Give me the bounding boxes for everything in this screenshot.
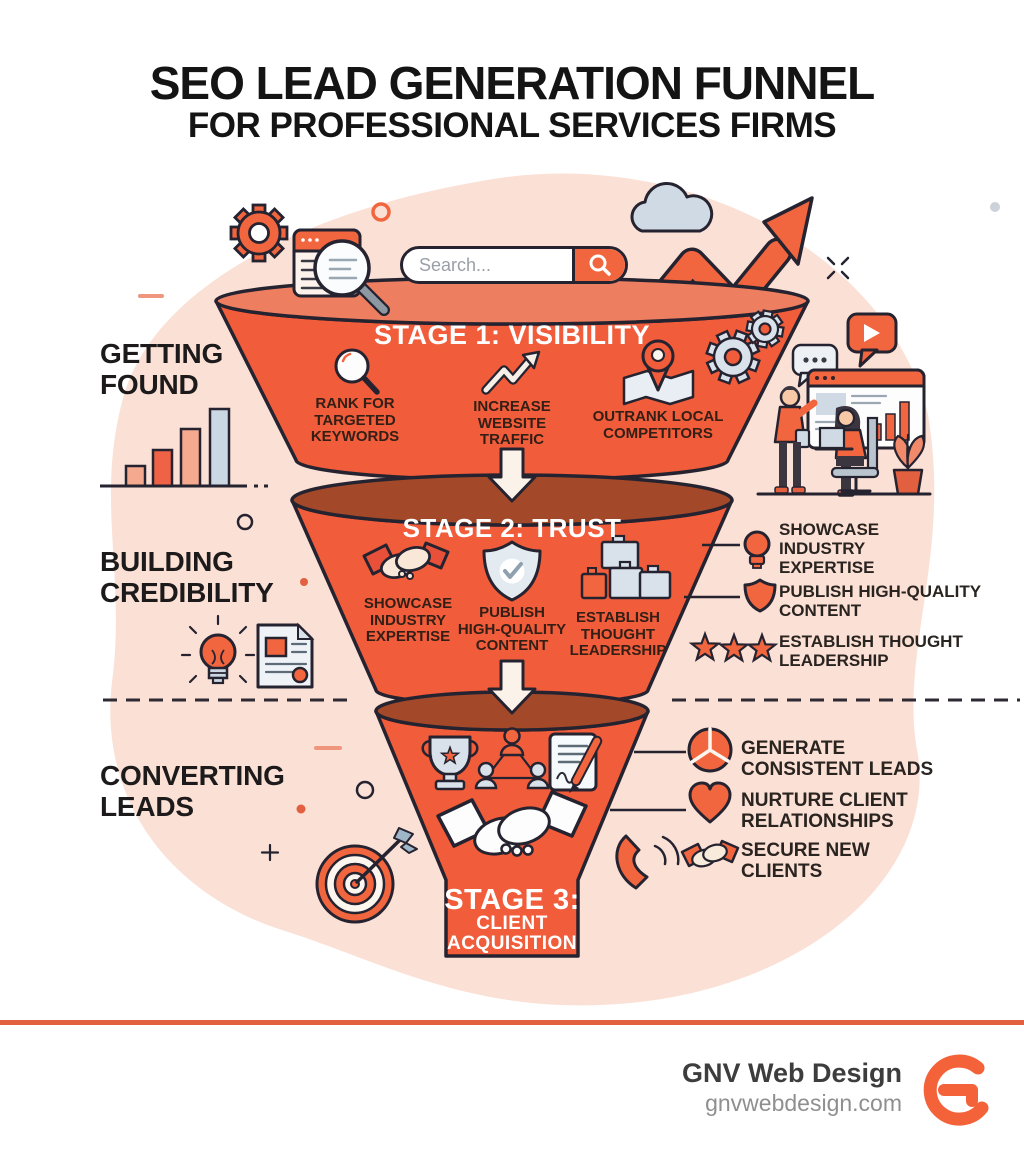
footer-divider (0, 1020, 1024, 1025)
shield-icon (743, 578, 777, 613)
heart-icon (688, 781, 732, 824)
stage1-item3-label: OUTRANK LOCAL COMPETITORS (592, 408, 724, 442)
target-arrow-icon (315, 827, 418, 924)
bullet-publish-content: PUBLISH HIGH-QUALITY CONTENT (779, 582, 982, 620)
section-label-converting-leads: CONVERTING LEADS (100, 760, 285, 822)
dot-decor (296, 804, 306, 814)
stage2-item2-label: PUBLISH HIGH-QUALITY CONTENT (457, 604, 567, 654)
down-arrow-icon (487, 659, 537, 715)
growth-arrow-icon (481, 350, 541, 395)
page-title-line1: SEO LEAD GENERATION FUNNEL (149, 57, 876, 109)
phone-icon (615, 834, 680, 890)
bullet-secure-clients: SECURE NEW CLIENTS (741, 840, 870, 882)
building-blocks-icon (580, 534, 672, 600)
gear-icon (229, 203, 289, 263)
stage1-item2-label: INCREASE WEBSITE TRAFFIC (473, 398, 551, 448)
gnv-logo (923, 1054, 989, 1126)
down-arrow-icon (487, 447, 537, 503)
lightbulb-icon (180, 614, 256, 685)
dot-decor (300, 578, 308, 586)
stage2-item1-label: SHOWCASE INDUSTRY EXPERTISE (363, 595, 453, 645)
people-network-icon (474, 727, 550, 790)
bullet-showcase-expertise: SHOWCASE INDUSTRY EXPERTISE (779, 520, 880, 577)
dot-decor (990, 202, 1000, 212)
browser-search-icon (292, 228, 390, 316)
bar-chart-icon (100, 407, 268, 488)
stage3-title: STAGE 3: (444, 884, 580, 916)
plant-icon (892, 433, 926, 496)
shield-check-icon (482, 540, 542, 602)
ring-decor (355, 780, 375, 800)
bullet-nurture-relationships: NURTURE CLIENT RELATIONSHIPS (741, 790, 908, 832)
search-button[interactable] (572, 249, 625, 281)
stage3-subtitle: CLIENT ACQUISITION (446, 913, 578, 954)
contract-icon (548, 732, 603, 793)
handshake-icon (680, 839, 740, 868)
search-placeholder: Search... (419, 254, 492, 275)
page-title-line2: FOR PROFESSIONAL SERVICES FIRMS (187, 106, 837, 145)
plus-decor (260, 843, 280, 862)
footer-brand: GNV Web Design (681, 1058, 902, 1088)
person-at-laptop (814, 406, 880, 497)
section-label-building-credibility: BUILDING CREDIBILITY (100, 546, 274, 608)
stage1-item1-label: RANK FOR TARGETED KEYWORDS (310, 395, 400, 445)
stage2-item3-label: ESTABLISH THOUGHT LEADERSHIP (569, 609, 667, 659)
lightbulb-icon (743, 530, 771, 569)
search-input[interactable]: Search... (400, 246, 628, 284)
map-pin-icon (622, 339, 695, 406)
footer-website[interactable]: gnvwebdesign.com (705, 1090, 902, 1116)
ring-decor (371, 202, 391, 222)
bullet-generate-leads: GENERATE CONSISTENT LEADS (741, 738, 934, 780)
stage1-title: STAGE 1: VISIBILITY (373, 320, 651, 350)
trophy-icon (421, 735, 479, 791)
cloud-icon (630, 182, 714, 233)
stage2-title: STAGE 2: TRUST (402, 513, 622, 543)
pie-chart-icon (687, 727, 733, 773)
document-icon (256, 622, 315, 689)
gears-icon (705, 309, 785, 385)
handshake-icon (362, 541, 450, 580)
ring-decor (236, 513, 254, 531)
magnifier-icon (334, 348, 380, 395)
handshake-icon (436, 790, 588, 857)
section-label-getting-found: GETTING FOUND (100, 338, 224, 400)
video-bubble-icon (846, 312, 898, 368)
bullet-thought-leadership: ESTABLISH THOUGHT LEADERSHIP (779, 632, 963, 670)
sparkle-x-icon (826, 256, 850, 280)
search-icon (589, 254, 611, 276)
